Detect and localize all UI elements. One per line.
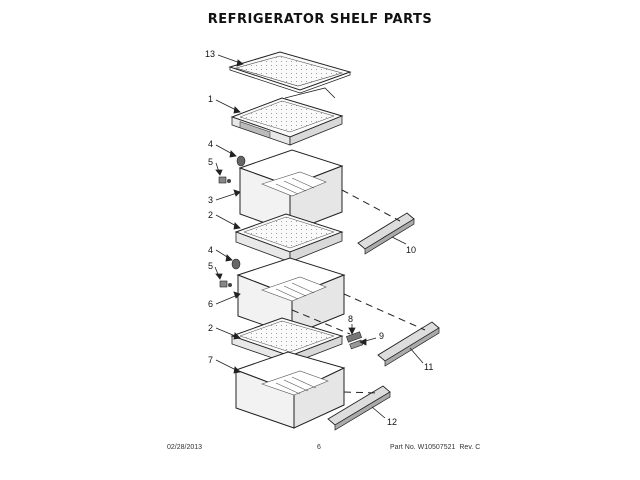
callout-4-lower: 4 [208, 245, 213, 255]
footer-part-number: Part No. W10507521 [390, 444, 456, 451]
shelf-assembly-middle [234, 213, 344, 263]
callout-12: 12 [387, 417, 397, 427]
footer-revision: Rev. C [459, 444, 481, 451]
humidity-control-upper [218, 155, 246, 184]
callout-3: 3 [208, 195, 213, 205]
leader-lines [214, 54, 424, 419]
callout-6: 6 [208, 299, 213, 309]
callout-2-middle: 2 [208, 210, 213, 220]
callout-8: 8 [348, 314, 353, 324]
callout-5-lower: 5 [208, 261, 213, 271]
crisper-drawer-lower [234, 351, 346, 429]
footer-page-number: 6 [317, 444, 321, 451]
callout-11: 11 [424, 362, 433, 372]
callout-10: 10 [406, 245, 416, 255]
callout-1: 1 [208, 94, 213, 104]
shelf-assembly-upper [230, 87, 344, 146]
diagram-title: REFRIGERATOR SHELF PARTS [207, 12, 433, 27]
callout-7: 7 [208, 355, 213, 365]
callout-9: 9 [379, 331, 384, 341]
footer-date: 02/28/2013 [167, 444, 203, 451]
glass-shelf-top [228, 51, 352, 94]
drawer-rail-middle [377, 321, 440, 367]
humidity-control-lower [219, 258, 241, 288]
drawer-rail-upper [357, 212, 415, 255]
drawer-rail-lower [327, 385, 391, 431]
drawer-clip-parts [346, 331, 364, 350]
callout-5-upper: 5 [208, 157, 213, 167]
callout-13: 13 [205, 49, 215, 59]
alignment-lines [291, 189, 426, 394]
callout-4-upper: 4 [208, 139, 213, 149]
callout-2-lower: 2 [208, 323, 213, 333]
crisper-drawer-upper [238, 149, 344, 233]
